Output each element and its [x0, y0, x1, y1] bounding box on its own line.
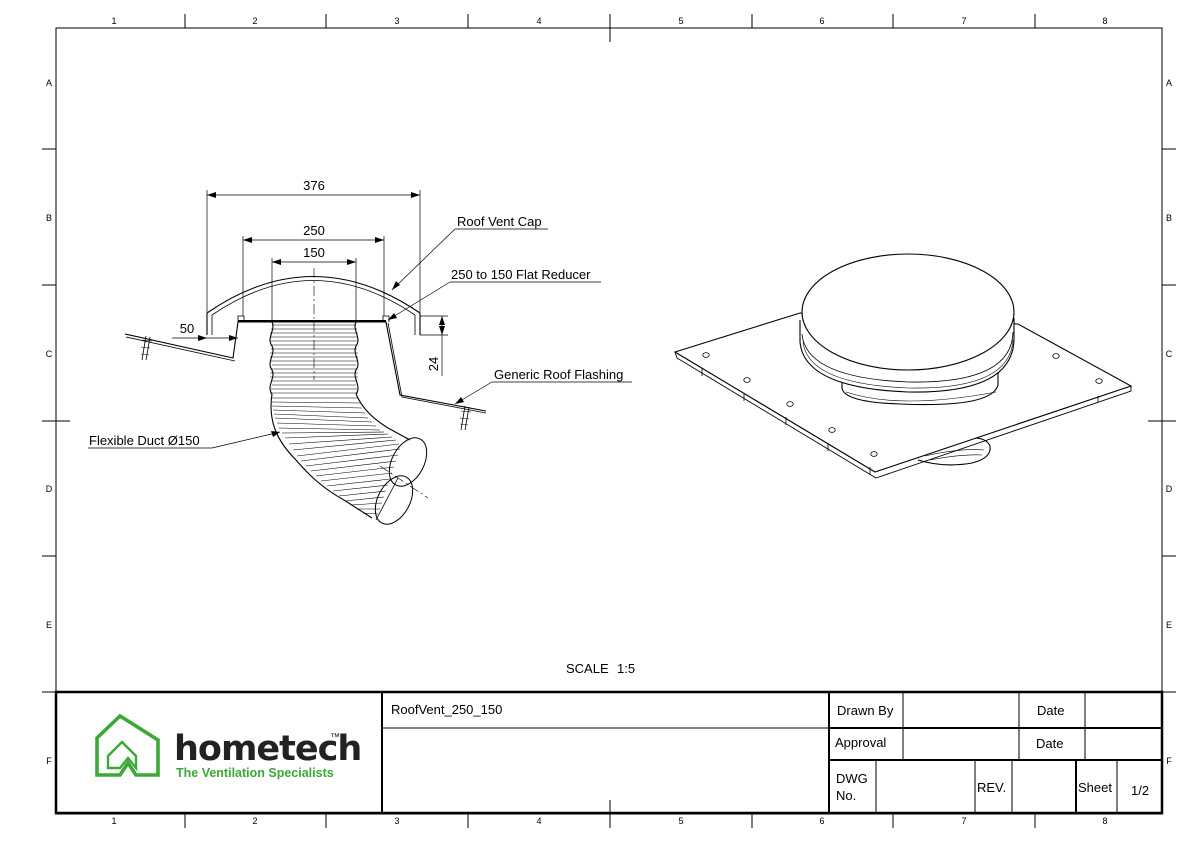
callout-flat-reducer: 250 to 150 Flat Reducer [451, 267, 591, 282]
dim-24: 24 [426, 357, 441, 371]
dim-376: 376 [303, 178, 325, 193]
centre-lines [313, 268, 429, 499]
row-label-f: F [46, 756, 52, 766]
row-label-e: E [46, 620, 52, 630]
sheet-label: Sheet [1078, 780, 1112, 795]
col-label-8-bottom: 8 [1102, 816, 1107, 826]
col-label-3-bottom: 3 [394, 816, 399, 826]
col-label-1-bottom: 1 [111, 816, 116, 826]
rev-label: REV. [977, 780, 1006, 795]
logo-wordmark: hometech [174, 729, 361, 769]
dim-50: 50 [180, 321, 194, 336]
scale-label: SCALE [566, 661, 609, 676]
dimension-lines [172, 190, 448, 376]
col-label-1: 1 [111, 16, 116, 26]
drawn-by-label: Drawn By [837, 703, 894, 718]
col-label-7-bottom: 7 [961, 816, 966, 826]
row-label-b-right: B [1166, 213, 1172, 223]
row-label-d-right: D [1166, 484, 1173, 494]
col-label-5: 5 [678, 16, 683, 26]
dwg-label: DWG [836, 771, 868, 786]
bent-duct [270, 393, 428, 525]
screw-shanks [701, 368, 1099, 475]
isometric-view [673, 253, 1133, 479]
col-label-6: 6 [819, 16, 824, 26]
drawing-name: RoofVent_250_150 [391, 702, 502, 717]
no-label: No. [836, 788, 856, 803]
col-label-5-bottom: 5 [678, 816, 683, 826]
date-label-1: Date [1037, 703, 1064, 718]
callout-leaders [88, 228, 632, 449]
dim-250: 250 [303, 223, 325, 238]
col-label-3: 3 [394, 16, 399, 26]
row-label-a: A [46, 78, 52, 88]
hometech-logo: hometech ™ The Ventilation Specialists [95, 713, 362, 780]
plate-screws [702, 352, 1103, 457]
zone-ticks [42, 14, 1176, 828]
col-label-7: 7 [961, 16, 966, 26]
col-label-6-bottom: 6 [819, 816, 824, 826]
logo-tagline: The Ventilation Specialists [176, 766, 334, 780]
date-label-2: Date [1036, 736, 1063, 751]
row-label-a-right: A [1166, 78, 1172, 88]
col-label-8: 8 [1102, 16, 1107, 26]
col-label-4: 4 [536, 16, 541, 26]
approval-label: Approval [835, 735, 886, 750]
row-label-c: C [46, 349, 53, 359]
col-label-4-bottom: 4 [536, 816, 541, 826]
bent-duct-ribs [271, 397, 401, 515]
callout-roof-vent-cap: Roof Vent Cap [457, 214, 542, 229]
row-label-b: B [46, 213, 52, 223]
row-label-c-right: C [1166, 349, 1173, 359]
sheet-value: 1/2 [1131, 783, 1149, 798]
logo-trademark: ™ [330, 732, 340, 743]
dimension-arrows [198, 192, 445, 341]
row-label-d: D [46, 484, 53, 494]
callout-flexible-duct: Flexible Duct Ø150 [89, 433, 200, 448]
title-block [54, 690, 1164, 815]
house-icon [95, 713, 160, 777]
callout-roof-flashing: Generic Roof Flashing [494, 367, 623, 382]
scale-value: 1:5 [617, 661, 635, 676]
dim-150: 150 [303, 245, 325, 260]
section-view [124, 275, 487, 431]
col-label-2: 2 [252, 16, 257, 26]
row-label-f-right: F [1166, 756, 1172, 766]
row-label-e-right: E [1166, 620, 1172, 630]
col-label-2-bottom: 2 [252, 816, 257, 826]
callout-arrows [271, 281, 464, 437]
